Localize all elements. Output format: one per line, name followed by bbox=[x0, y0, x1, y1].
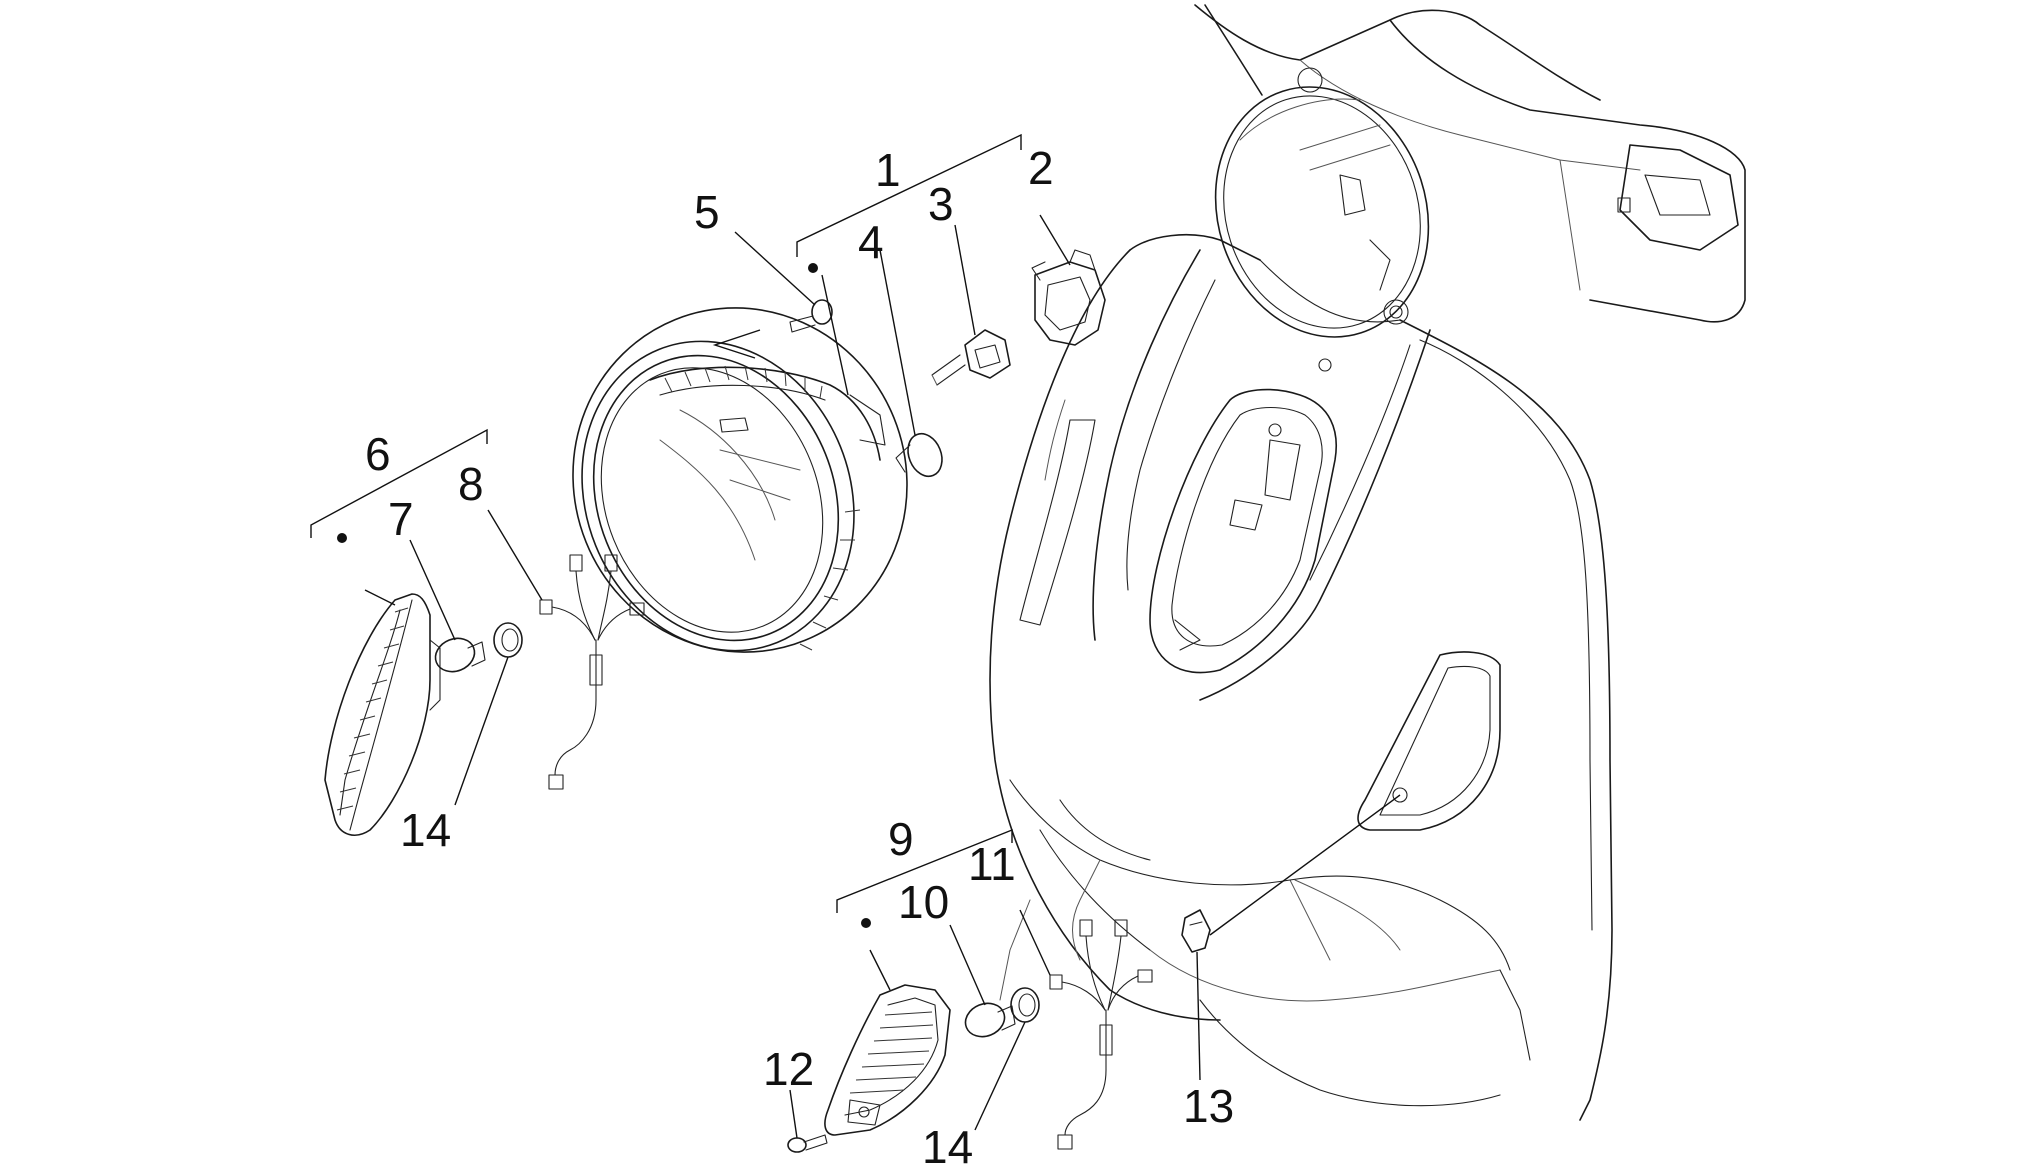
callout-13: 13 bbox=[1183, 1080, 1234, 1132]
right-indicator-lens-ribs bbox=[849, 1011, 934, 1094]
callout-10: 10 bbox=[898, 876, 949, 928]
callout-6: 6 bbox=[365, 428, 391, 480]
left-wiring-harness bbox=[539, 554, 645, 790]
callout-numbers: 1 2 3 4 5 6 7 8 9 10 11 12 13 14 14 bbox=[365, 142, 1234, 1167]
assembly-brackets bbox=[310, 133, 1022, 928]
right-grommet bbox=[1010, 987, 1040, 1023]
screw bbox=[789, 299, 833, 333]
left-indicator-bulb bbox=[434, 637, 486, 673]
wiring-clip bbox=[1181, 909, 1211, 953]
callout-11: 11 bbox=[968, 838, 1016, 890]
right-indicator-lens bbox=[824, 984, 951, 1136]
callout-7: 7 bbox=[388, 493, 414, 545]
callout-4: 4 bbox=[858, 216, 884, 268]
callout-1: 1 bbox=[875, 144, 901, 196]
callout-2: 2 bbox=[1028, 142, 1054, 194]
headlamp-assembly bbox=[572, 307, 908, 653]
left-grommet bbox=[493, 622, 523, 658]
callout-14-right: 14 bbox=[922, 1121, 973, 1167]
callout-9: 9 bbox=[888, 813, 914, 865]
right-wiring-harness bbox=[1049, 919, 1153, 1150]
callout-5: 5 bbox=[694, 186, 720, 238]
parking-bulb bbox=[895, 432, 943, 478]
callout-12: 12 bbox=[763, 1043, 814, 1095]
right-indicator-bulb bbox=[964, 1002, 1016, 1038]
bulb-holder bbox=[1031, 249, 1106, 346]
left-indicator-lens-ribs bbox=[336, 607, 409, 811]
headlamp-rim-hatching bbox=[664, 365, 861, 651]
callout-14-left: 14 bbox=[400, 804, 451, 856]
left-indicator-lens bbox=[324, 593, 441, 836]
callout-3: 3 bbox=[928, 178, 954, 230]
leader-lines bbox=[364, 214, 1401, 1139]
scooter-front-body bbox=[989, 4, 1746, 1121]
headlamp-bulb bbox=[931, 329, 1011, 386]
callout-8: 8 bbox=[458, 458, 484, 510]
lens-screw bbox=[787, 1134, 828, 1153]
